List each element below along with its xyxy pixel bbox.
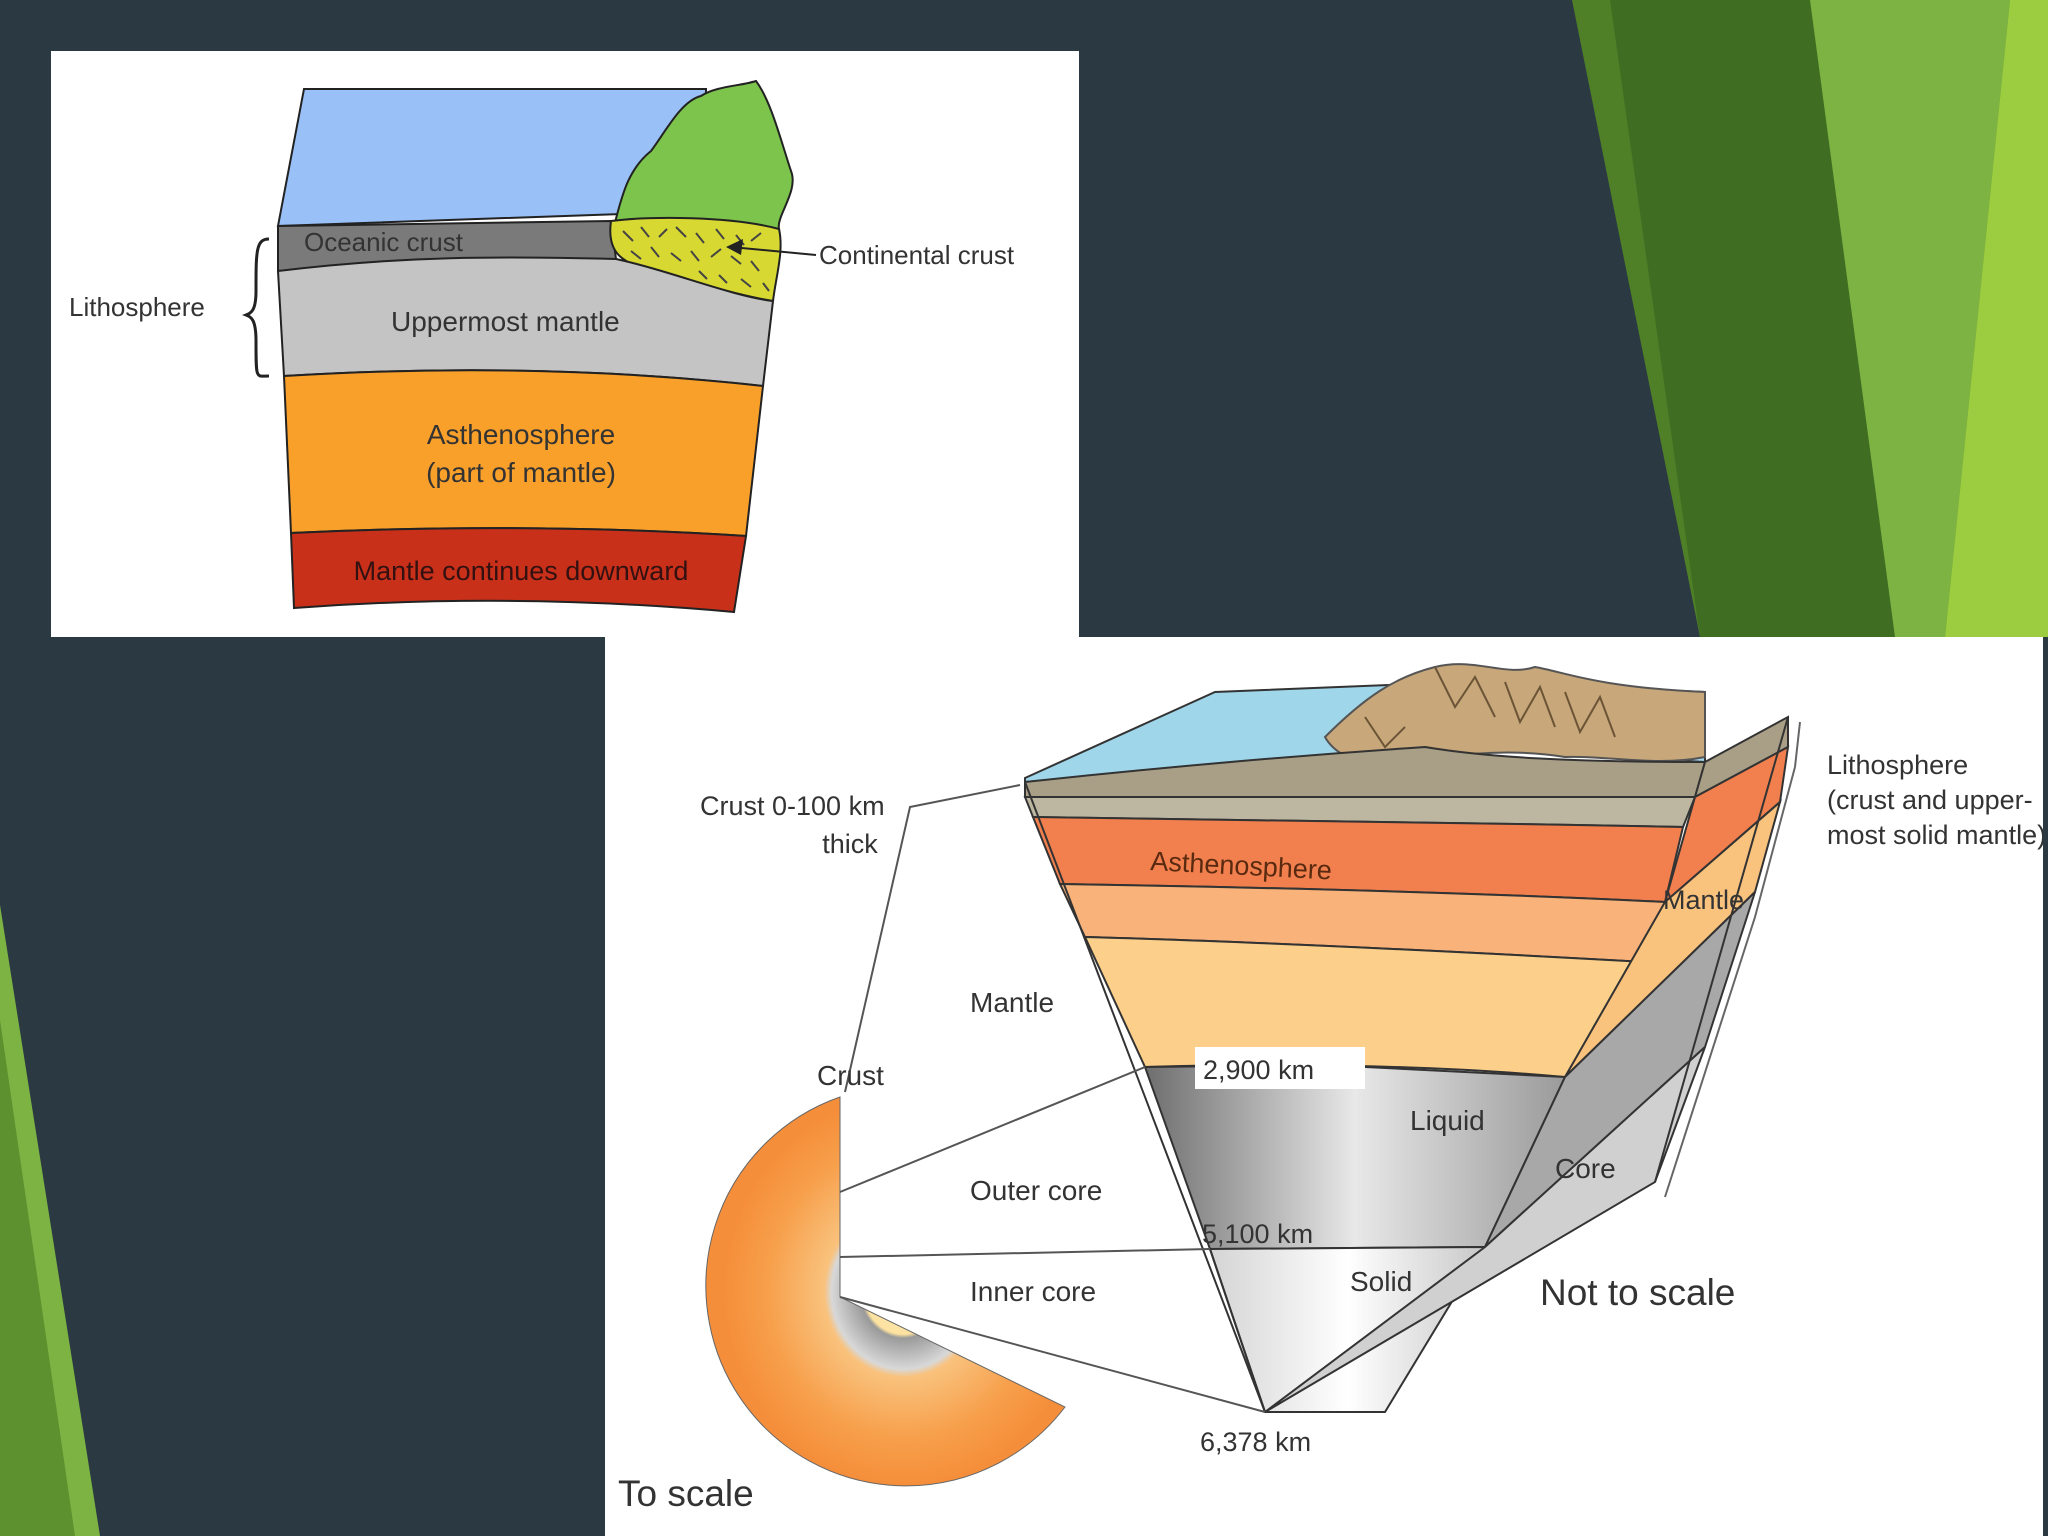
oceanic-crust-label: Oceanic crust	[304, 227, 464, 257]
wedge-mountain-ridges	[1364, 666, 1616, 749]
crust-thickness-label: Crust 0-100 km	[700, 791, 885, 821]
continent-land	[612, 79, 794, 231]
mantle-right-label: Mantle	[1663, 885, 1744, 915]
asthenosphere-layer	[282, 369, 765, 538]
lithosphere-right-sublabel-2: most solid mantle)	[1827, 820, 2043, 850]
uppermost-mantle-label: Uppermost mantle	[391, 306, 620, 337]
accent-shape-bottom-left-dark	[0, 1020, 75, 1536]
depth-2900-box	[1195, 1047, 1365, 1089]
inner-core-label: Inner core	[970, 1276, 1096, 1307]
depth-5100-label: 5,100 km	[1202, 1219, 1313, 1249]
not-to-scale-label: Not to scale	[1540, 1272, 1735, 1313]
right-brackets	[1664, 721, 1801, 1198]
mantle-left-label: Mantle	[970, 987, 1054, 1018]
wedge-inner-core	[1208, 1245, 1487, 1413]
crust-label: Crust	[817, 1060, 884, 1091]
continental-crust-arrow	[726, 239, 817, 256]
scale-connector-lines	[839, 784, 1266, 1413]
deep-mantle-layer	[289, 527, 748, 614]
earth-structure-diagram-panel: Crust 0-100 km thick Lithosphere (crust …	[605, 637, 2043, 1536]
core-label: Core	[1555, 1153, 1616, 1184]
accent-shape-top-right-mid	[1610, 0, 1900, 637]
lithosphere-diagram-panel: Oceanic crust Continental crust Lithosph…	[51, 51, 1079, 637]
to-scale-label: To scale	[618, 1473, 754, 1514]
lithosphere-label: Lithosphere	[69, 292, 205, 322]
solid-label: Solid	[1350, 1266, 1412, 1297]
lithosphere-right-label: Lithosphere	[1827, 750, 1968, 780]
lithosphere-brace	[241, 237, 270, 378]
lithosphere-right-sublabel-1: (crust and upper-	[1827, 785, 2033, 815]
depth-2900-label: 2,900 km	[1203, 1055, 1314, 1085]
asthenosphere-sublabel: (part of mantle)	[426, 457, 616, 488]
accent-shape-top-right-light	[1810, 0, 2010, 637]
continental-crust-label: Continental crust	[819, 240, 1015, 270]
to-scale-earth-section	[705, 1096, 1066, 1487]
crust-thickness-sublabel: thick	[822, 829, 878, 859]
asthenosphere-label: Asthenosphere	[427, 419, 615, 450]
accent-shape-top-right-bright	[1945, 0, 2048, 637]
mantle-continues-label: Mantle continues downward	[354, 556, 689, 586]
depth-6378-label: 6,378 km	[1200, 1427, 1311, 1457]
lithosphere-diagram: Oceanic crust Continental crust Lithosph…	[69, 79, 1015, 614]
liquid-label: Liquid	[1410, 1105, 1485, 1136]
earth-structure-diagram: Crust 0-100 km thick Lithosphere (crust …	[618, 663, 2043, 1514]
continental-crust-texture	[622, 226, 770, 292]
outer-core-label: Outer core	[970, 1175, 1102, 1206]
